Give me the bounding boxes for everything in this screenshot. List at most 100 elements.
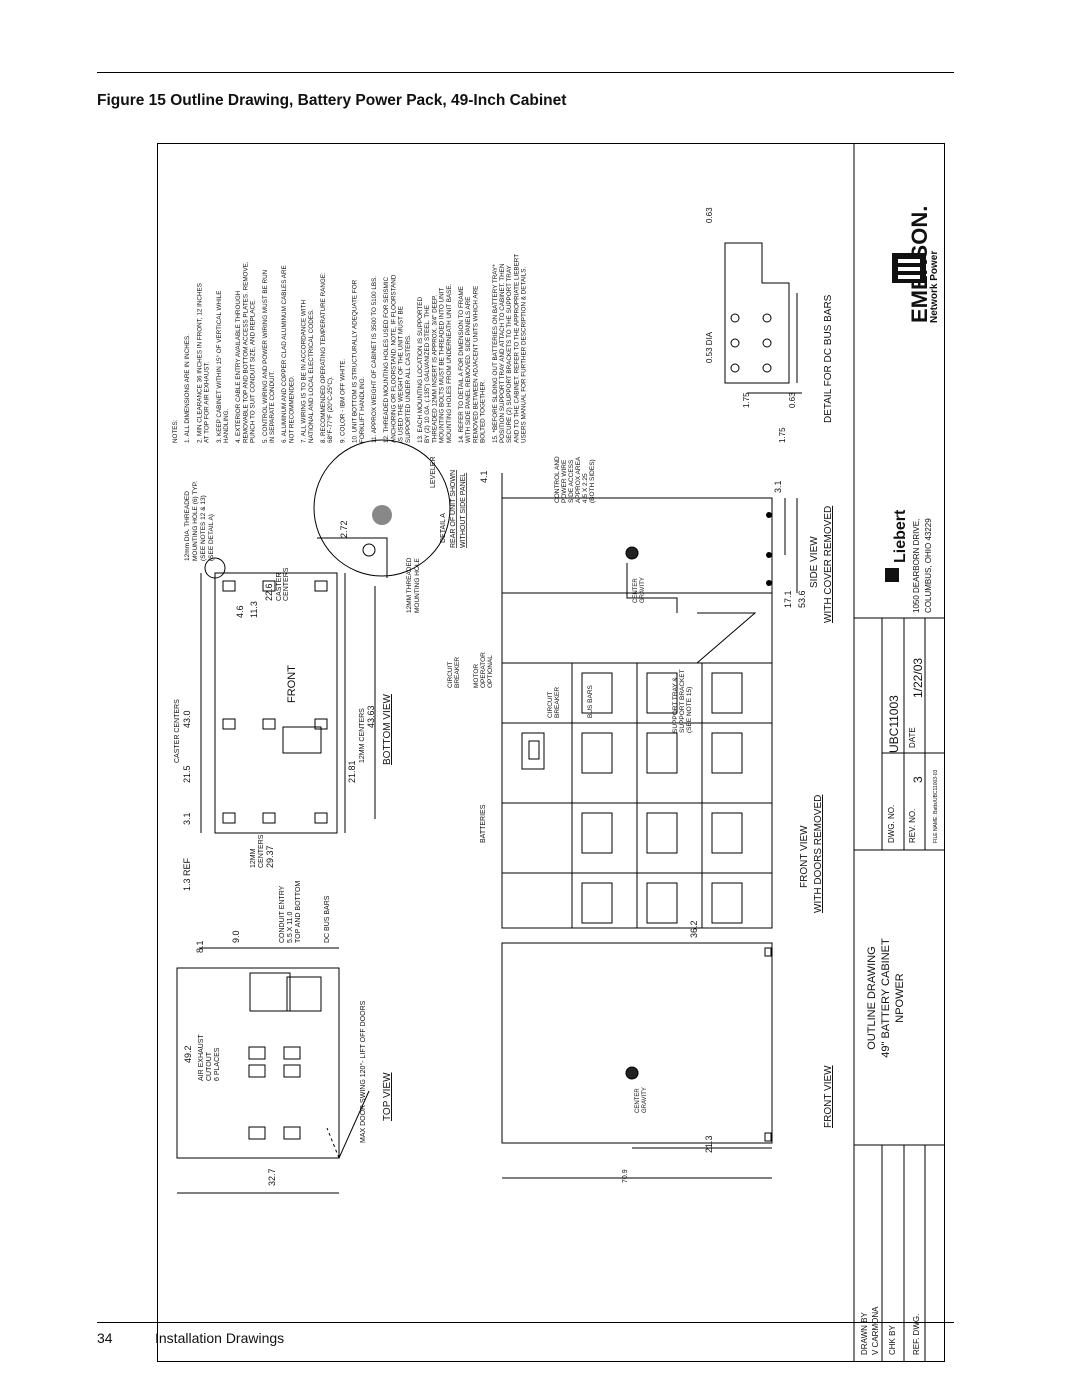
support-tray-3: (SEE NOTE 15) xyxy=(686,687,693,733)
dim-3-1: 3.1 xyxy=(182,812,192,825)
note-line: 11. APPROX WEIGHT OF CABINET IS 3500 TO … xyxy=(371,276,378,443)
cog-center: CENTER xyxy=(635,1088,641,1113)
dim-1-75-b: 1.75 xyxy=(778,427,787,443)
note-line: REMOVED BETWEEN ADJACENT UNITS WHICH ARE xyxy=(472,286,479,443)
note-line: NATIONAL AND LOCAL ELECTRICAL CODES. xyxy=(308,309,315,443)
conduit-size-label: 5.5 X 11.0 xyxy=(287,911,294,943)
notes-heading: NOTES: xyxy=(172,419,179,443)
note-line: 5. CONTROL WIRING AND POWER WIRING MUST … xyxy=(262,269,269,443)
front-view-doors-label-2: WITH DOORS REMOVED xyxy=(813,795,824,913)
front-view xyxy=(501,942,773,1179)
front-label: FRONT xyxy=(286,665,298,703)
note-line: 9. COLOR - IBM OFF WHITE. xyxy=(339,358,346,443)
batteries-label: BATTERIES xyxy=(480,804,487,843)
liebert-logo-mark xyxy=(885,568,899,582)
date-value: 1/22/03 xyxy=(911,658,925,698)
optional-label: OPTIONAL xyxy=(487,655,494,688)
note-line: BY (2) 10 GA. (.135") GALVANIZED STEEL. … xyxy=(424,305,431,443)
figure-title: Figure 15 Outline Drawing, Battery Power… xyxy=(97,92,567,109)
note-line: THREADED 12MM INSERT IS APPROX. 3/4" DEE… xyxy=(431,295,438,443)
note-line: 4. EXTERIOR CABLE ENTRY AVAILABLE THROUG… xyxy=(235,290,242,443)
support-tray-2: SUPPORT BRACKET xyxy=(679,669,686,733)
support-tray-1: SUPPORT TRAY & xyxy=(672,677,679,733)
bottom-rule xyxy=(97,1322,954,1323)
note-line: 10. UNIT BOTTOM IS STRUCTURALLY ADEQUATE… xyxy=(352,279,359,443)
emerson-mark xyxy=(892,253,926,283)
note-line: 7. ALL WIRING IS TO BE IN ACCORDANCE WIT… xyxy=(301,300,308,443)
date-label: DATE xyxy=(908,727,917,748)
note-line: 12. THREADED MOUNTING HOLES USED FOR SEI… xyxy=(383,276,390,443)
battery-cell xyxy=(711,732,743,774)
mm12-centers-label: 12MM CENTERS xyxy=(359,708,366,763)
battery-cells xyxy=(581,672,743,924)
battery-cell xyxy=(581,882,613,924)
note-line: WITH SIDE PANEL REMOVED. SIDE PANELS ARE xyxy=(465,297,472,444)
detail-bus-label: DETAIL FOR DC BUS BARS xyxy=(823,294,834,423)
control-3: SIDE ACCESS xyxy=(568,459,575,503)
drawing-sheet: DRAWN BY V CARMONA CHK BY REF. DWG. OUTL… xyxy=(157,143,945,1362)
note-line: 15. *BEFORE SLIDING OUT BATTERIES ON BAT… xyxy=(492,264,499,443)
dwg-no-value: UBC11003 xyxy=(887,695,901,753)
six-places-label: 6 PLACES xyxy=(214,1047,221,1081)
top-rule xyxy=(97,72,954,73)
bottom-view xyxy=(200,557,376,834)
threaded-hole-2: MOUNTING HOLE (6) TYP. xyxy=(192,481,199,561)
side-view-label-2: WITH COVER REMOVED xyxy=(823,506,834,623)
front-view-label: FRONT VIEW xyxy=(823,1065,834,1128)
note-line: 1. ALL DIMENSIONS ARE IN INCHES. xyxy=(184,334,191,443)
address-line-2: COLUMBUS, OHIO 43229 xyxy=(924,518,933,613)
network-power-logo: Network Power xyxy=(929,251,940,323)
control-6: (BOTH SIDES) xyxy=(589,459,596,503)
threaded-hole-4: (SEE DETAIL A) xyxy=(208,514,215,561)
dim-49-2: 49.2 xyxy=(183,1045,193,1063)
circuit-label: CIRCUIT xyxy=(447,662,454,688)
dim-2-72: 2.72 xyxy=(339,520,349,538)
title-line-2: 49" BATTERY CABINET xyxy=(880,938,892,1058)
breaker-label: BREAKER xyxy=(454,657,461,688)
threaded-hole-3: (SEE NOTES 12 & 13) xyxy=(200,495,207,561)
conduit-entry-label: CONDUIT ENTRY xyxy=(279,885,286,943)
note-line: BOLTED TOGETHER. xyxy=(480,380,487,443)
dim-1-75-a: 1.75 xyxy=(742,392,751,408)
battery-cell xyxy=(581,732,613,774)
note-line: MOUNTING HOLES FROM UNDERNEATH UNIT BASE… xyxy=(446,283,453,443)
detail-a-label-3: WITHOUT SIDE PANEL xyxy=(460,473,467,548)
note-line: FORKLIFT HANDLING. xyxy=(359,376,366,443)
liebert-logo: Liebert xyxy=(892,509,909,563)
mm12-threaded-label: 12MM THREADED xyxy=(406,557,413,613)
note-line: 6. ALUMINUM AND COPPER CLAD ALUMINUM CAB… xyxy=(281,265,288,443)
dim-9-0: 9.0 xyxy=(231,930,241,943)
note-line: 3. KEEP CABINET WITHIN 15° OF VERTICAL W… xyxy=(215,291,223,443)
motor-label: MOTOR xyxy=(473,664,480,688)
detail-a-label-1: DETAIL A xyxy=(440,513,447,543)
notes: NOTES:1. ALL DIMENSIONS ARE IN INCHES.2.… xyxy=(172,254,528,443)
dim-36-2: 36.2 xyxy=(689,920,699,938)
front-view-doors-removed xyxy=(501,592,773,929)
rev-no-value: 3 xyxy=(911,776,925,783)
dc-bus-bar-detail xyxy=(724,242,802,394)
file-name: FILE NAME: Batts/UBC11003-03 xyxy=(933,770,939,843)
control-4: APPROX AREA xyxy=(575,456,582,503)
dim-21-3: 21.3 xyxy=(704,1135,714,1153)
control-2: POWER WIRE xyxy=(561,459,568,503)
note-line: SECURE (2) SUPPORT BRACKETS TO THE SUPPO… xyxy=(506,264,513,443)
dim-53-6: 53.6 xyxy=(797,590,807,608)
circuit-label-2: CIRCUIT xyxy=(547,692,554,718)
note-line: ANCHORING OR FLOORSTAND. NOTE, IF FLOORS… xyxy=(390,274,397,443)
air-exhaust-label: AIR EXHAUST xyxy=(198,1034,205,1081)
note-line: IS USED THE WEIGHT OF THE UNIT MUST BE xyxy=(398,306,405,443)
dwg-no-label: DWG. NO. xyxy=(887,805,896,843)
dim-11-3: 11.3 xyxy=(249,601,259,618)
address-line-1: 1050 DEARBORN DRIVE, xyxy=(912,519,921,613)
mounting-hole-label: MOUNTING HOLE xyxy=(414,557,421,613)
note-line: REMOVABLE TOP AND BOTTOM ACCESS PLATES. … xyxy=(242,261,249,443)
battery-cell xyxy=(711,672,743,714)
note-line: 68°F-77°F (20°C-25°C). xyxy=(326,376,334,443)
dim-21-5: 21.5 xyxy=(182,765,192,783)
note-line: AT TOP FOR AIR EXHAUST. xyxy=(204,361,211,443)
battery-cell xyxy=(646,732,678,774)
battery-cell xyxy=(646,672,678,714)
detail-a xyxy=(313,439,451,578)
dim-21-81: 21.81 xyxy=(347,760,357,783)
battery-cell xyxy=(711,812,743,854)
